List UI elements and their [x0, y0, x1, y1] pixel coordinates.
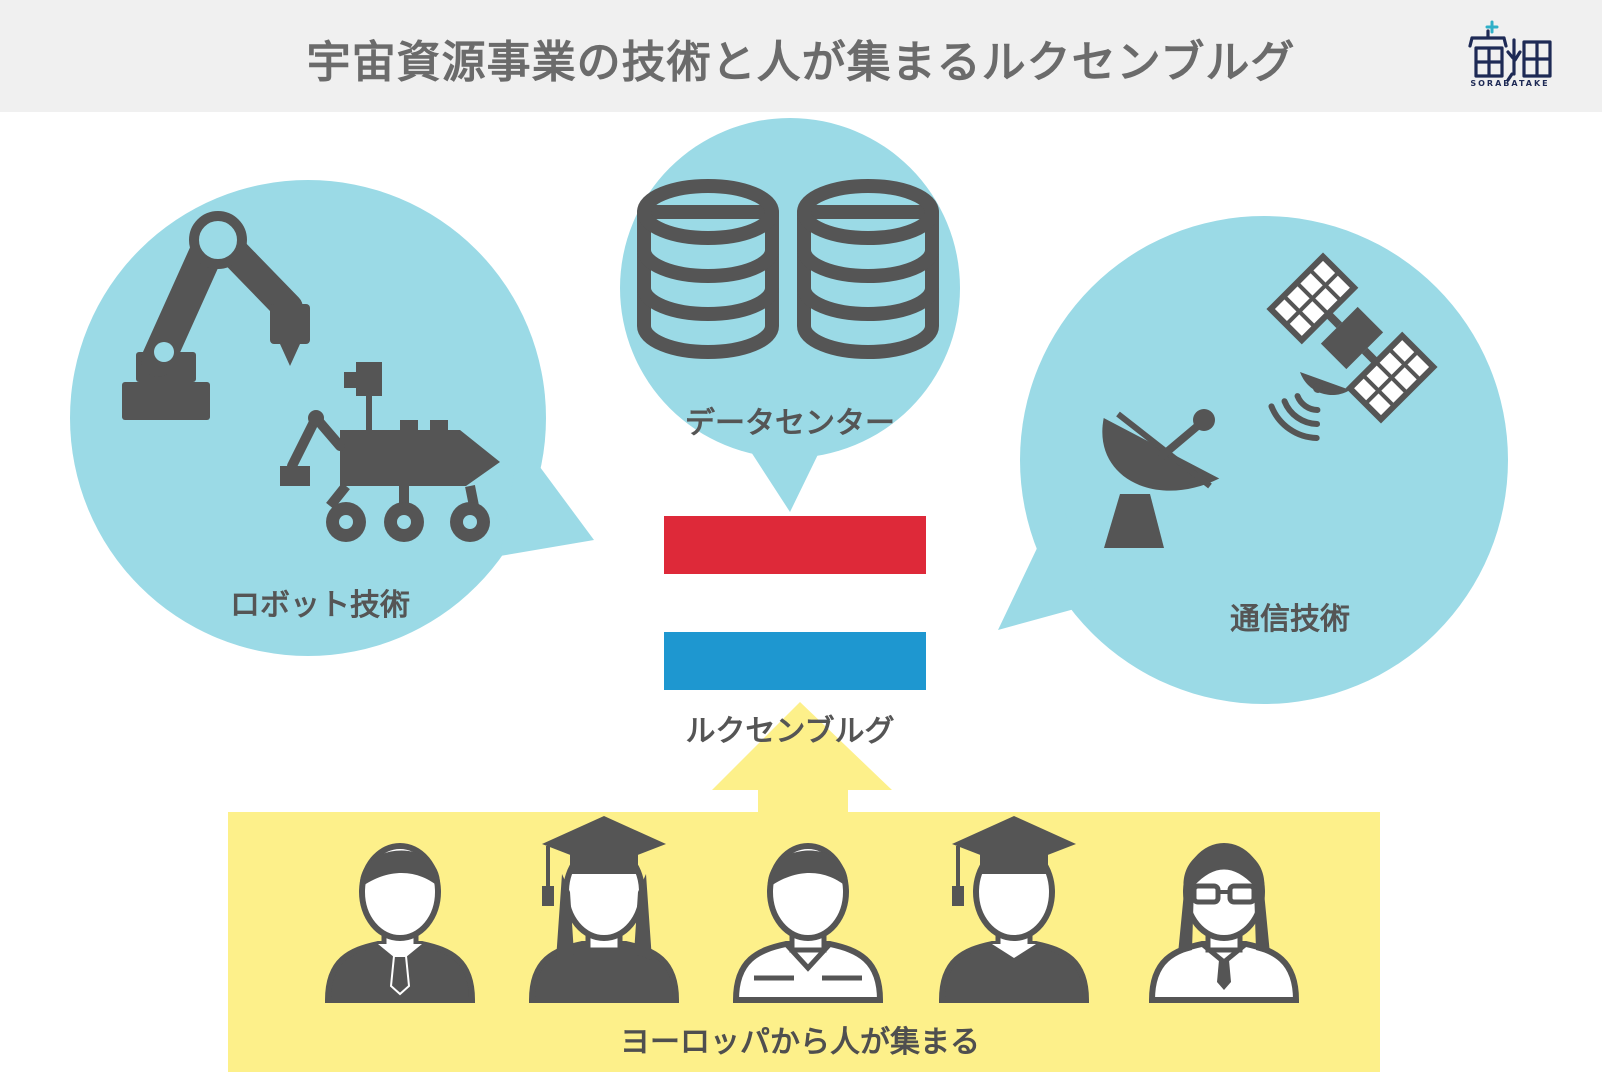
satellite-body-group	[1266, 252, 1438, 424]
database-ring	[797, 287, 939, 321]
solar-panel-grid	[1361, 373, 1396, 408]
rover-panel-a	[400, 420, 418, 432]
rover-panel-b	[430, 420, 448, 432]
mars-rover-icon	[280, 362, 500, 542]
luxembourg-label: ルクセンブルグ	[685, 714, 895, 749]
satellite-strut	[1325, 311, 1343, 329]
up-arrow	[712, 702, 892, 820]
dish-feed	[1193, 409, 1215, 431]
robot-arm-icon	[122, 211, 310, 420]
sorabatake-logo	[1468, 20, 1552, 82]
robot-elbow-joint	[189, 211, 247, 269]
uniform-collar	[784, 942, 832, 972]
woman-tie	[1217, 960, 1231, 990]
grad-woman-person	[528, 816, 680, 1003]
necktie	[389, 955, 411, 996]
communication-bubble-tail	[998, 500, 1100, 630]
person-hair	[359, 850, 441, 888]
people-caption: ヨーロッパから人が集まる	[620, 1025, 980, 1060]
rover-camera-head	[356, 362, 382, 396]
rover-body	[340, 430, 500, 486]
flag-white-stripe	[664, 574, 926, 632]
cap-tassel	[952, 886, 964, 906]
solar-panel-grid	[1282, 294, 1317, 329]
datacenter-label: データセンター	[685, 406, 895, 441]
datacenter-bubble	[620, 118, 960, 458]
communication-bubble	[1020, 216, 1508, 704]
solar-panel-grid	[1387, 347, 1422, 382]
shirt-collar	[378, 944, 422, 962]
database-cylinder	[637, 205, 779, 359]
robot-technology-label: ロボット技術	[230, 588, 410, 623]
suit-person	[324, 843, 476, 1003]
header-bar: 宇宙資源事業の技術と人が集まるルクセンブルグ	[0, 0, 1602, 112]
robot-shoulder-joint	[154, 342, 174, 362]
cap-band	[980, 852, 1048, 874]
people-group	[324, 816, 1300, 1003]
logo-subtext: SORABATAKE	[1470, 79, 1550, 88]
signal-wave	[1268, 403, 1320, 441]
database-icon	[637, 179, 939, 359]
cap-band	[570, 852, 638, 874]
database-ring	[637, 249, 779, 283]
woman-glasses-person	[1148, 843, 1300, 1003]
datacenter-bubble-tail	[742, 438, 826, 512]
signal-wave	[1281, 398, 1321, 427]
flag-red-stripe	[664, 516, 926, 574]
flag-blue-stripe	[664, 632, 926, 690]
signal-dot	[1313, 383, 1323, 393]
worker-person	[732, 843, 884, 1003]
solar-panel-grid	[1295, 281, 1330, 316]
satellite-dish-icon	[1102, 409, 1220, 548]
arrow-up-icon	[712, 702, 892, 820]
page-title: 宇宙資源事業の技術と人が集まるルクセンブルグ	[306, 37, 1296, 88]
database-top	[797, 179, 939, 245]
rover-wheel-hub	[463, 515, 477, 529]
rover-wheel-hub	[339, 515, 353, 529]
satellite-body	[1320, 306, 1384, 370]
rover-wheel-hub	[397, 515, 411, 529]
person-body	[528, 941, 680, 1003]
robot-tool-tip	[280, 344, 300, 366]
solar-panel-grid	[1308, 268, 1343, 303]
satellite-strut	[1361, 347, 1379, 365]
dish-stand	[1104, 494, 1164, 548]
communication-technology-label: 通信技術	[1230, 602, 1350, 637]
luxembourg-flag	[664, 516, 926, 690]
cap-tassel	[542, 886, 554, 906]
rover-mast	[366, 396, 372, 430]
database-top	[637, 179, 779, 245]
robot-base	[122, 382, 210, 420]
robot-wrist	[270, 304, 310, 344]
solar-panel-right	[1345, 331, 1438, 424]
dish-feed-arm	[1158, 420, 1204, 460]
woman-hair	[1178, 847, 1270, 954]
satellite-icon	[1266, 252, 1438, 441]
signal-wave	[1294, 393, 1321, 413]
satellite-antenna	[1300, 372, 1350, 396]
person-hair	[767, 850, 849, 888]
grad-man-person	[938, 816, 1090, 1003]
database-ring	[797, 249, 939, 283]
database-ring	[637, 287, 779, 321]
gown-collar	[992, 944, 1036, 958]
rover-camera-lens	[344, 372, 356, 388]
solar-panel-grid	[1374, 360, 1409, 395]
rover-scoop	[280, 466, 310, 486]
database-cylinder	[797, 205, 939, 359]
rover-arm-joint	[308, 410, 324, 426]
robot-bubble-tail	[500, 440, 594, 556]
long-hair	[556, 874, 652, 960]
